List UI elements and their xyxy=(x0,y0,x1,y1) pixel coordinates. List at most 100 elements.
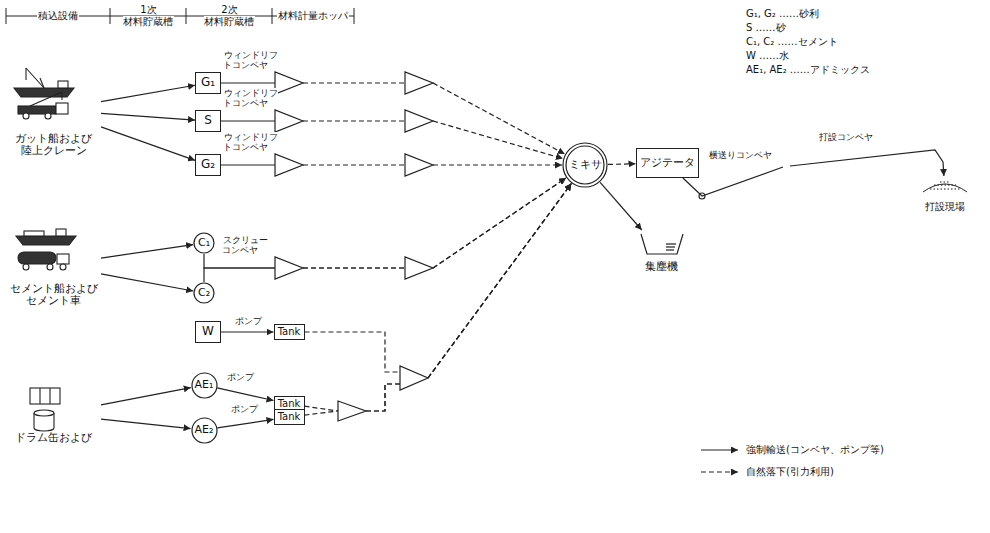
drum-and-crate xyxy=(30,388,60,431)
forced-line xyxy=(101,388,191,405)
gut-ship-crane xyxy=(30,92,62,106)
conveyor-label-slot: 打設コンベヤ xyxy=(818,132,888,142)
forced-line xyxy=(221,120,275,121)
section-header: 材料計量ホッパ xyxy=(277,10,349,21)
cement-ship-truck xyxy=(18,252,56,264)
gravity-line xyxy=(433,164,562,165)
symbol-key: G₁, G₂ ……砂利 xyxy=(745,8,820,19)
hopper-triangle xyxy=(405,72,433,94)
forced-line xyxy=(101,113,195,120)
symbol-key: AE₁, AE₂ ……アドミックス xyxy=(745,64,871,75)
gut-ship-crane xyxy=(14,68,74,119)
flow-connector xyxy=(608,163,636,165)
header-bracket xyxy=(110,8,111,24)
forced-line xyxy=(790,150,944,176)
gravity-line xyxy=(366,384,400,411)
legend-entry: 自然落下(引力利用) xyxy=(700,466,834,478)
gravity-line xyxy=(303,120,405,121)
gravity-line xyxy=(303,164,405,165)
circle-outline xyxy=(563,143,607,187)
flow-connector xyxy=(683,150,944,196)
gravity-line xyxy=(433,178,566,268)
flow-connector xyxy=(221,332,274,333)
legend-line-sample xyxy=(700,445,740,455)
hopper-triangle xyxy=(405,110,433,132)
connector-label: ウィンドリフトコンベヤ xyxy=(223,132,278,152)
hopper-triangle xyxy=(275,72,433,421)
connector-label: スクリューコンベヤ xyxy=(222,235,268,255)
gut-ship-crane xyxy=(25,68,26,80)
flow-connector xyxy=(101,274,193,291)
storage-bin: G₂ xyxy=(195,154,221,176)
legend-line-sample xyxy=(701,471,738,472)
section-header: 1次 材料貯蔵槽 xyxy=(123,4,174,27)
flow-connector xyxy=(217,419,273,428)
flow-connector xyxy=(204,178,566,268)
forced-line xyxy=(221,331,274,332)
gut-ship-crane xyxy=(45,113,51,119)
forced-line xyxy=(101,245,193,258)
flow-connector xyxy=(101,113,195,120)
gravity-line xyxy=(305,411,339,415)
forced-line xyxy=(221,164,275,165)
flow-connector xyxy=(305,184,572,411)
node-text: C₁ xyxy=(198,237,210,250)
flow-connector xyxy=(305,184,572,416)
gravity-line xyxy=(428,184,571,378)
cement-ship-truck xyxy=(23,264,29,270)
conveyor-label: 打設コンベヤ xyxy=(818,132,874,142)
edge-label-slot: ポンプ xyxy=(234,316,264,326)
admix-tank: AE₁ xyxy=(191,372,218,399)
gravity-line xyxy=(303,267,405,268)
tank-box: Tank xyxy=(274,409,305,425)
node-text: 集塵機 xyxy=(641,261,681,274)
flow-connector xyxy=(101,85,195,101)
circle-outline xyxy=(194,283,214,303)
node-text: W xyxy=(202,325,214,339)
dust-collector-bin xyxy=(666,246,675,247)
circle-outline xyxy=(566,146,604,184)
legend-text: 強制輸送(コンベヤ、ポンプ等) xyxy=(746,444,884,456)
forced-line xyxy=(217,388,273,401)
drum-and-crate xyxy=(30,388,60,404)
cement-ship-truck xyxy=(56,229,66,236)
node-text: アジテータ xyxy=(640,157,695,170)
node-text: 打設現場 xyxy=(920,201,970,213)
edge-label-slot: ポンプ xyxy=(226,372,256,382)
section-header: 積込設備 xyxy=(37,10,79,21)
gravity-line xyxy=(428,184,571,378)
edge-label-slot: ウィンドリフトコンベヤ xyxy=(223,89,283,109)
edge-label-slot: ウィンドリフトコンベヤ xyxy=(223,133,283,153)
legend-line-sample xyxy=(700,467,740,477)
forced-line xyxy=(101,127,195,160)
loading-equipment: ドラム缶および xyxy=(6,383,101,445)
section-header: 2次 材料貯蔵槽 xyxy=(204,4,255,27)
section-header-slot: 2次 材料貯蔵槽 xyxy=(199,4,259,27)
gut-ship-crane xyxy=(40,78,44,88)
edge-label-slot: ウィンドリフトコンベヤ xyxy=(223,51,283,71)
node-text: ミキサ xyxy=(569,159,602,172)
node-text: S xyxy=(204,114,212,128)
gravity-line xyxy=(305,332,401,372)
cement-ship-truck xyxy=(47,264,53,270)
dust-collector-bin xyxy=(641,234,683,254)
node-text: Tank xyxy=(278,326,301,338)
cement-ship-truck xyxy=(16,236,76,245)
flow-connector xyxy=(101,245,193,258)
cement-ship-truck xyxy=(60,264,66,270)
dust-collector-bin xyxy=(641,234,683,254)
node-text: ガット船および陸上クレーン xyxy=(13,133,95,158)
symbol-key-slot: G₁, G₂ ……砂利 xyxy=(745,8,945,20)
forced-line xyxy=(101,274,193,291)
drum-and-crate xyxy=(34,410,54,416)
admix-tank: AE₂ xyxy=(191,417,218,444)
hopper-triangle xyxy=(275,110,303,132)
concrete-pile xyxy=(930,182,960,189)
hopper-triangle xyxy=(338,401,366,421)
agitator-box: アジテータ xyxy=(636,148,699,178)
node-text: ドラム缶および xyxy=(13,432,95,445)
cement-silo: C₁ xyxy=(193,232,215,254)
symbol-key: C₁, C₂ ……セメント xyxy=(745,36,839,47)
forced-line xyxy=(101,85,195,101)
cement-silo: C₂ xyxy=(193,282,215,304)
